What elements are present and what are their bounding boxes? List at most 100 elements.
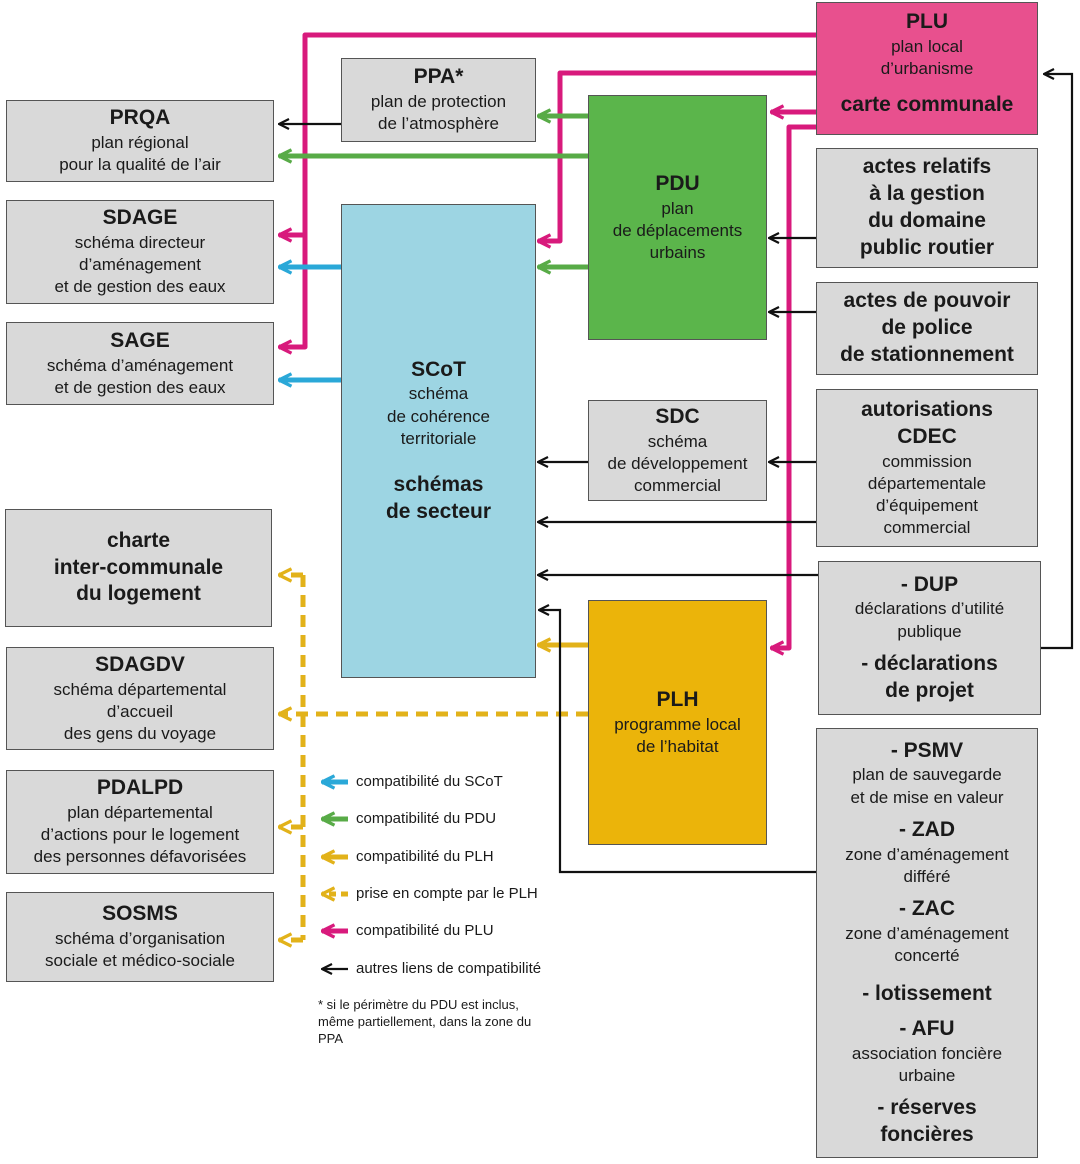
zad-line1: zone d’aménagement (845, 844, 1009, 864)
charte-line3: du logement (76, 582, 201, 606)
plu-title: PLU (906, 10, 948, 33)
footnote-line3: PPA (318, 1030, 344, 1046)
plu-line2: d’urbanisme (880, 58, 974, 78)
sdage-title: SDAGE (102, 206, 178, 230)
ppa-box: PPA* plan de protection de l’atmosphère (341, 58, 536, 142)
cdec-line2: départementale (867, 473, 987, 493)
afu-title: - AFU (899, 1016, 955, 1040)
pdu-box: PDU plan de déplacements urbains (588, 95, 767, 340)
ppa-title: PPA* (413, 65, 464, 89)
reserves-title2: foncières (880, 1122, 974, 1146)
gestion-domaine-box: actes relatifs à la gestion du domaine p… (816, 148, 1038, 268)
dup-line1: déclarations d’utilité (854, 599, 1005, 619)
sdage-box: SDAGE schéma directeur d’aménagement et … (6, 200, 274, 304)
sdagdv-title: SDAGDV (95, 652, 185, 676)
sosms-line1: schéma d’organisation (54, 929, 226, 949)
sosms-title: SOSMS (102, 902, 178, 926)
zac-title: - ZAC (899, 896, 955, 920)
legend-label-scot: compatibilité du SCoT (356, 773, 503, 790)
legend-label-other: autres liens de compatibilité (356, 960, 542, 977)
footnote: * si le périmètre du PDU est inclus, mêm… (318, 997, 531, 1048)
reserves-title: - réserves (877, 1095, 977, 1119)
legend-label-plh-prise: prise en compte par le PLH (356, 885, 538, 902)
sage-title: SAGE (110, 328, 170, 352)
plu-line1: plan local (891, 36, 963, 56)
footnote-line1: * si le périmètre du PDU est inclus, (318, 997, 519, 1012)
sdagdv-line1: schéma départemental (53, 679, 227, 699)
legend-label-plu: compatibilité du PLU (356, 922, 494, 939)
scot-title: SCoT (411, 357, 466, 381)
cdec-line1: commission (882, 451, 972, 471)
charte-line1: charte (106, 528, 171, 552)
zac-line1: zone d’aménagement (845, 923, 1009, 943)
gestion-line1: actes relatifs (862, 155, 992, 179)
scot-line1: schéma (408, 384, 469, 404)
zac-line2: concerté (894, 945, 960, 965)
sage-line2: et de gestion des eaux (54, 377, 226, 397)
police-line2: de police (881, 316, 973, 340)
prqa-line2: pour la qualité de l’air (59, 155, 221, 175)
carte-communale-label: carte communale (840, 93, 1014, 117)
pdalpd-box: PDALPD plan départemental d’actions pour… (6, 770, 274, 874)
dup-line2: publique (897, 621, 962, 641)
psmv-line2: et de mise en valeur (850, 787, 1004, 807)
ppa-line2: de l’atmosphère (378, 114, 499, 134)
police-line3: de stationnement (840, 342, 1014, 366)
sdc-line2: de développement (607, 453, 748, 473)
sdagdv-box: SDAGDV schéma départemental d’accueil de… (6, 647, 274, 750)
scot-line3: territoriale (400, 428, 477, 448)
ppa-line1: plan de protection (370, 92, 507, 112)
sdc-line3: commercial (634, 475, 721, 495)
sdage-line2: d’aménagement (79, 255, 201, 275)
pdu-line2: de déplacements (612, 220, 743, 240)
scot-extra1: schémas (393, 472, 484, 496)
sdc-title: SDC (655, 404, 700, 428)
gestion-line4: public routier (859, 235, 995, 259)
sosms-box: SOSMS schéma d’organisation sociale et m… (6, 892, 274, 982)
sage-line1: schéma d’aménagement (46, 355, 234, 375)
police-stationnement-box: actes de pouvoir de police de stationnem… (816, 282, 1038, 375)
sage-box: SAGE schéma d’aménagement et de gestion … (6, 322, 274, 405)
scot-box: SCoT schéma de cohérence territoriale sc… (341, 204, 536, 678)
police-line1: actes de pouvoir (843, 289, 1011, 313)
pdalpd-line1: plan départemental (67, 803, 213, 823)
pdalpd-title: PDALPD (96, 776, 184, 800)
sosms-line2: sociale et médico-sociale (45, 951, 235, 971)
sdagdv-line3: des gens du voyage (63, 723, 217, 743)
prqa-line1: plan régional (91, 133, 189, 153)
cdec-box: autorisations CDEC commission départemen… (816, 389, 1038, 547)
sdc-line1: schéma (647, 431, 708, 451)
gestion-line2: à la gestion (869, 182, 985, 206)
psmv-line1: plan de sauvegarde (852, 765, 1002, 785)
legend-label-plh: compatibilité du PLH (356, 848, 494, 865)
pdu-line1: plan (661, 198, 694, 218)
dup-title2: - déclarations (861, 651, 998, 675)
sdage-line3: et de gestion des eaux (54, 277, 226, 297)
pdalpd-line2: d’actions pour le logement (40, 825, 240, 845)
sdagdv-line2: d’accueil (106, 701, 174, 721)
dup-box: - DUP déclarations d’utilité publique - … (818, 561, 1041, 715)
scot-line2: de cohérence (386, 406, 491, 426)
pdu-title: PDU (655, 171, 700, 195)
prqa-title: PRQA (109, 106, 171, 130)
sdage-line1: schéma directeur (74, 233, 206, 253)
plh-line1: programme local (614, 714, 741, 734)
cdec-line4: commercial (883, 517, 971, 537)
operations-box: - PSMV plan de sauvegarde et de mise en … (816, 728, 1038, 1158)
legend-swatches (322, 782, 348, 969)
cdec-line3: d’équipement (875, 495, 979, 515)
cdec-title2: CDEC (897, 424, 957, 448)
afu-line1: association foncière (851, 1043, 1003, 1063)
pdu-line3: urbains (649, 242, 706, 262)
afu-line2: urbaine (898, 1065, 956, 1085)
gestion-line3: du domaine (868, 209, 986, 232)
plh-title: PLH (656, 687, 699, 711)
dup-title: - DUP (900, 572, 959, 596)
plu-box: PLU plan local d’urbanisme carte communa… (816, 2, 1038, 135)
legend-label-pdu: compatibilité du PDU (356, 810, 497, 827)
charte-line2: inter-communale (53, 555, 224, 579)
prqa-box: PRQA plan régional pour la qualité de l’… (6, 100, 274, 182)
plh-box: PLH programme local de l’habitat (588, 600, 767, 845)
cdec-title1: autorisations (861, 397, 993, 421)
